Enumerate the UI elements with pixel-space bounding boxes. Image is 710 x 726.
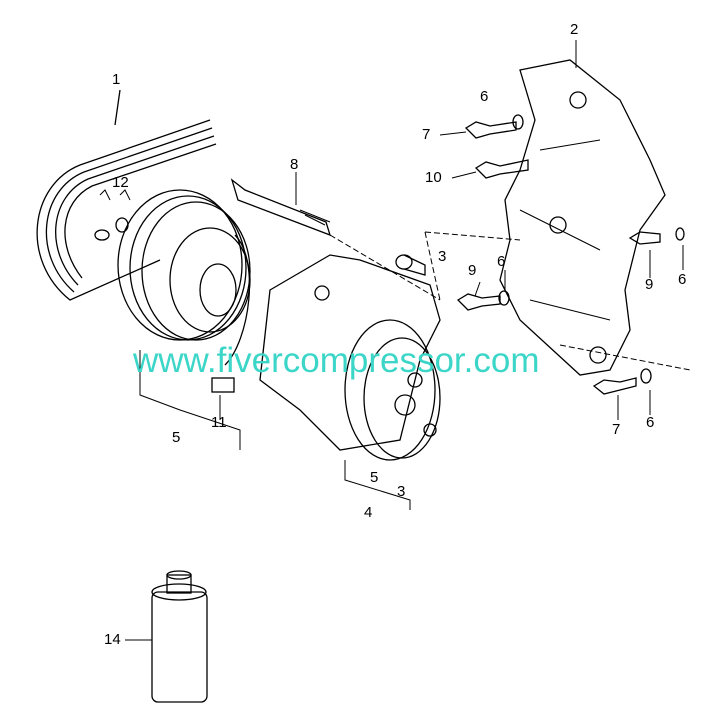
bolts [424,114,691,420]
callout-long-bolt: 8 [290,156,299,173]
long-bolt [230,172,441,301]
callout-nut-washer: 12 [112,174,129,191]
callout-compressor-3: 3 [397,483,406,500]
callout-bracket: 2 [570,21,579,38]
compressor-body [259,254,441,510]
nut-washer [94,189,131,241]
oil-can [125,570,208,703]
callout-washer-bottom: 6 [646,414,655,431]
callout-bolt-10: 10 [425,169,442,186]
callout-washer-mid: 6 [497,253,506,270]
clutch-pulley [117,189,251,450]
callout-bolt-mid: 9 [468,262,477,279]
callout-sleeve: 3 [438,248,447,265]
callout-washer-right: 6 [678,271,687,288]
callout-bolt-top: 7 [422,126,431,143]
callout-compressor-5: 5 [370,469,379,486]
watermark-text: www.fivercompressor.com [133,341,540,380]
callout-belt: 1 [112,71,121,88]
callout-bolt-right: 9 [645,276,654,293]
sleeve [395,254,426,276]
callout-compressor: 4 [364,504,373,521]
mounting-bracket [499,40,666,376]
callout-clutch: 5 [172,429,181,446]
callout-oil-can: 14 [104,631,121,648]
callout-bolt-bottom: 7 [612,421,621,438]
callout-connector: 11 [211,414,227,431]
drive-belt [36,89,217,301]
callout-washer-top: 6 [480,88,489,105]
